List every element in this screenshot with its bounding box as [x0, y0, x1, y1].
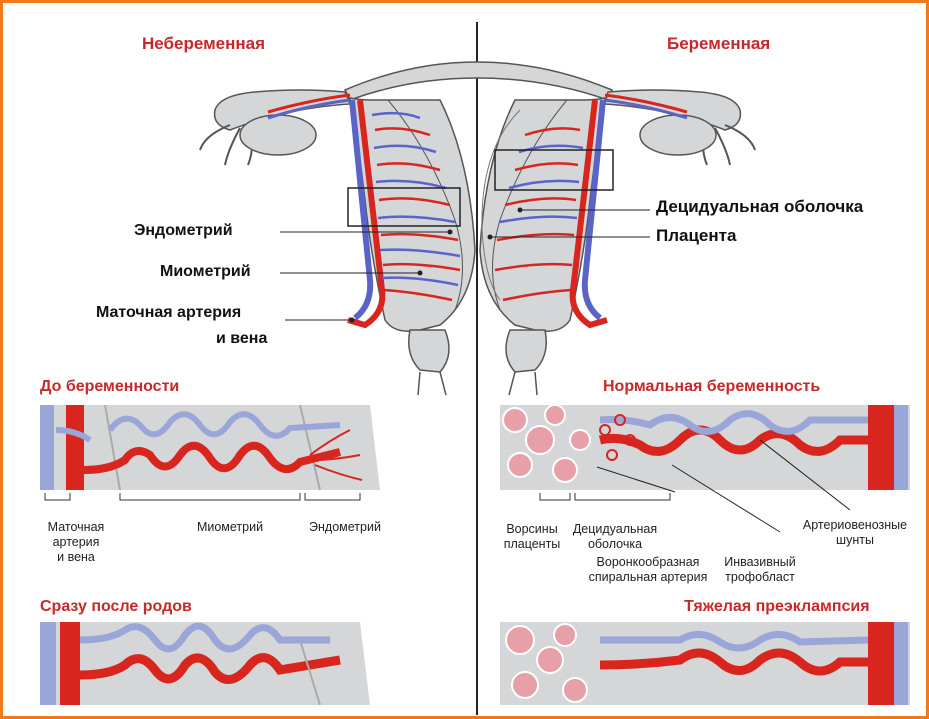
label-invasive-trophoblast: Инвазивный трофобласт: [715, 555, 805, 585]
label-and-vein: и вена: [216, 330, 267, 348]
title-normal-pregnancy: Нормальная беременность: [603, 378, 820, 396]
label-decidua: Децидуальная оболочка: [656, 197, 863, 217]
label-myometrium: Миометрий: [160, 263, 251, 281]
label-small-decidua: Децидуальная оболочка: [565, 522, 665, 552]
panel-postpartum: [40, 622, 370, 705]
label-small-myometrium: Миометрий: [180, 520, 280, 535]
label-placental-villi: Ворсины плаценты: [497, 522, 567, 552]
title-before-pregnancy: До беременности: [40, 378, 179, 396]
title-postpartum: Сразу после родов: [40, 598, 192, 616]
label-placenta: Плацента: [656, 226, 736, 246]
panel-normal-pregnancy: [500, 405, 910, 532]
panel-before-pregnancy: [40, 405, 380, 500]
title-nonpregnant: Небеременная: [142, 34, 265, 54]
label-uterine-artery: Маточная артерия: [96, 304, 241, 322]
title-preeclampsia: Тяжелая преэклампсия: [684, 598, 870, 616]
label-av-shunts: Артериовенозные шунты: [795, 518, 915, 548]
label-small-endometrium: Эндометрий: [300, 520, 390, 535]
label-endometrium: Эндометрий: [134, 222, 233, 240]
label-uterine-artery-vein: Маточная артерия и вена: [36, 520, 116, 565]
title-pregnant: Беременная: [667, 34, 770, 54]
panel-preeclampsia: [500, 622, 910, 705]
label-spiral-artery: Воронкообразная спиральная артерия: [578, 555, 718, 585]
